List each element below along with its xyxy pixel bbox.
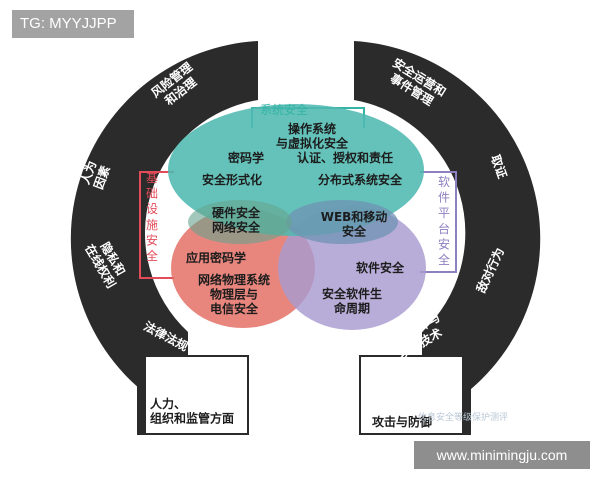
distributed-systems-security: 分布式系统安全 bbox=[318, 172, 403, 187]
infrastructure-label: 基础设施安全 bbox=[146, 171, 158, 263]
infrastructure-bracket bbox=[139, 171, 174, 279]
hardware-network-security: 硬件安全网络安全 bbox=[212, 205, 261, 234]
applied-cryptography: 应用密码学 bbox=[186, 250, 246, 265]
cyber-physical-systems: 网络物理系统物理层与电信安全 bbox=[198, 272, 270, 316]
right-arc bbox=[354, 41, 541, 394]
software-platform-bracket bbox=[420, 171, 457, 273]
watermark-text: 信息安全等级保护测评 bbox=[418, 413, 509, 423]
system-security-label: 系统安全 bbox=[260, 102, 308, 117]
tg-tag: TG: MYYJJPP bbox=[12, 10, 134, 38]
left-arc bbox=[70, 41, 258, 394]
teal-red-overlap bbox=[188, 200, 292, 244]
website-url: www.minimingju.com bbox=[414, 441, 590, 469]
attack-defence-label: 攻击与防御 bbox=[372, 414, 432, 429]
cryptography: 密码学 bbox=[228, 150, 264, 165]
os-virtualization-security: 操作系统与虚拟化安全 bbox=[276, 121, 349, 150]
human-org-regulatory-label: 人力、组织和监管方面 bbox=[150, 396, 234, 425]
auth-authorization: 认证、授权和责任 bbox=[297, 150, 393, 165]
secure-software-lifecycle: 安全软件生命周期 bbox=[322, 286, 382, 315]
software-security: 软件安全 bbox=[356, 260, 405, 275]
formal-security: 安全形式化 bbox=[202, 172, 262, 187]
left-bottom-box bbox=[137, 355, 249, 435]
software-platform-label: 软件平台安全 bbox=[438, 175, 450, 267]
web-mobile-security: WEB和移动安全 bbox=[321, 209, 388, 238]
right-bottom-box bbox=[359, 355, 471, 435]
teal-purple-overlap bbox=[286, 200, 398, 244]
